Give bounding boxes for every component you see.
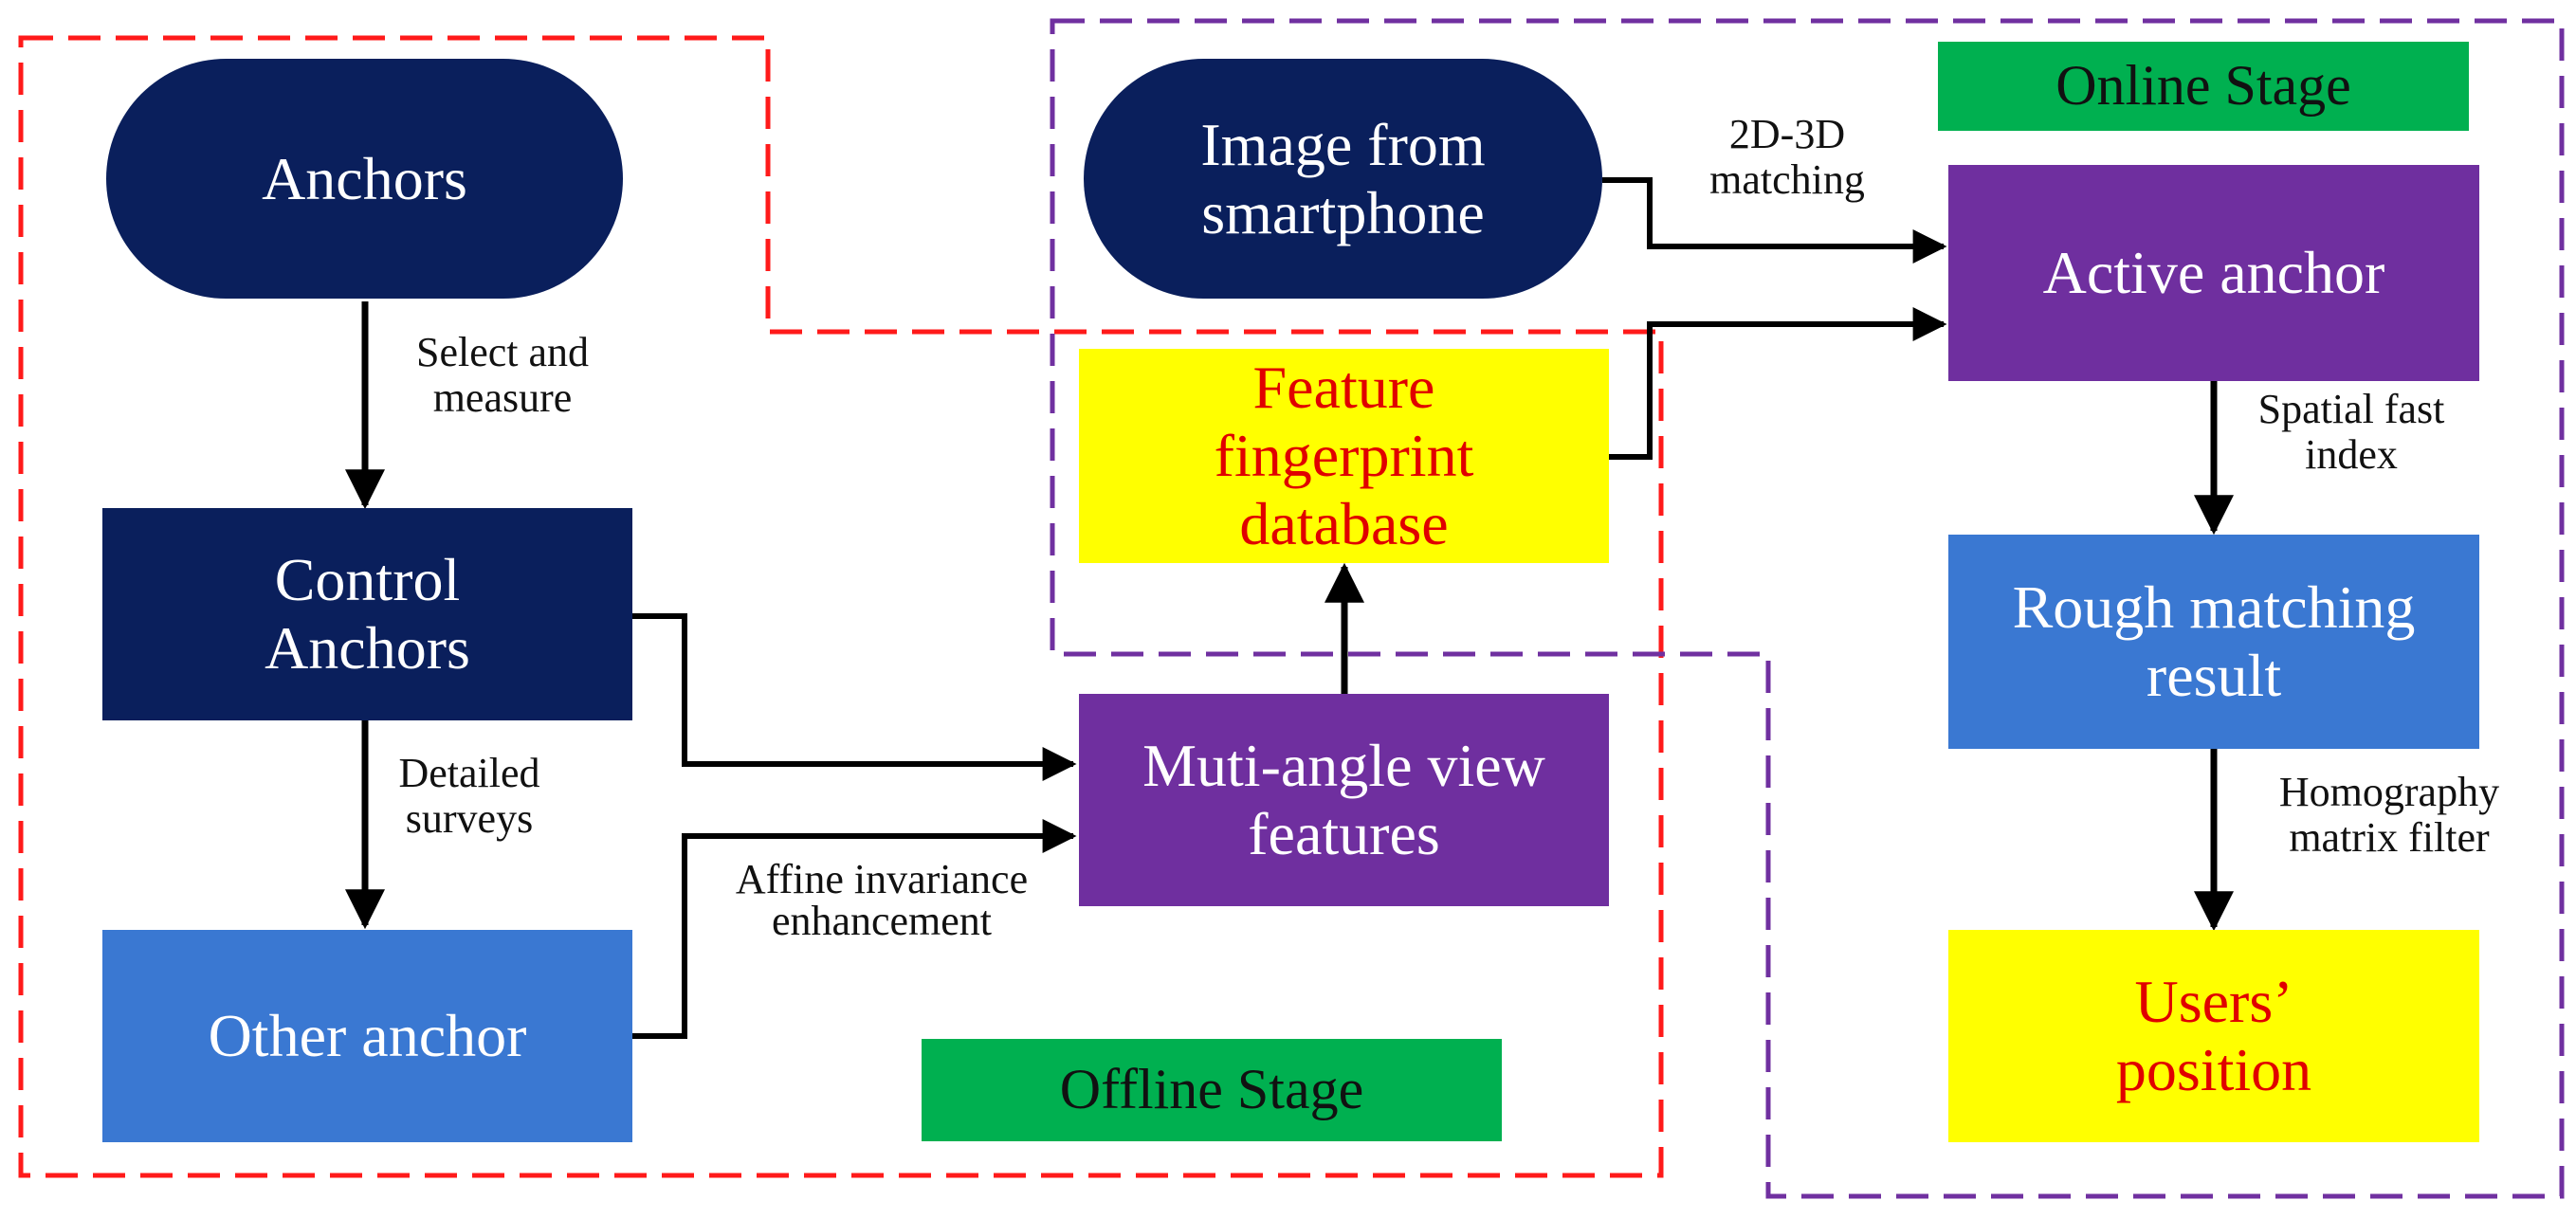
homography-filter-label: Homography matrix filter [2278, 769, 2500, 862]
arrow-other-to-multiangle [632, 819, 1077, 1039]
fingerprint-database-node: Feature fingerprint database [1079, 349, 1609, 563]
online-stage-border [1050, 18, 2565, 1199]
control-anchors-node: Control Anchors [102, 508, 632, 720]
matching-2d3d-label: 2D-3D matching [1709, 111, 1865, 204]
rough-matching-result-node: Rough matching result [1948, 535, 2479, 749]
spatial-fast-index-label: Spatial fast index [2257, 386, 2445, 479]
anchors-node: Anchors [106, 59, 623, 299]
other-anchor-node: Other anchor [102, 930, 632, 1142]
arrow-image-to-active [1602, 177, 1947, 264]
select-and-measure-label: Select and measure [415, 329, 590, 422]
offline-stage-border [18, 35, 1664, 1178]
image-from-smartphone-node: Image from smartphone [1084, 59, 1602, 299]
multi-angle-features-node: Muti-angle view features [1079, 694, 1609, 906]
online-stage-label: Online Stage [1938, 42, 2469, 131]
users-position-node: Users’ position [1948, 930, 2479, 1142]
detailed-surveys-label: Detailed surveys [398, 750, 540, 843]
arrow-database-to-active [1609, 307, 1947, 460]
arrow-control-to-multiangle [632, 613, 1077, 781]
offline-stage-label: Offline Stage [922, 1039, 1502, 1141]
active-anchor-node: Active anchor [1948, 165, 2479, 381]
affine-invariance-label: Affine invariance enhancement [735, 856, 1029, 944]
